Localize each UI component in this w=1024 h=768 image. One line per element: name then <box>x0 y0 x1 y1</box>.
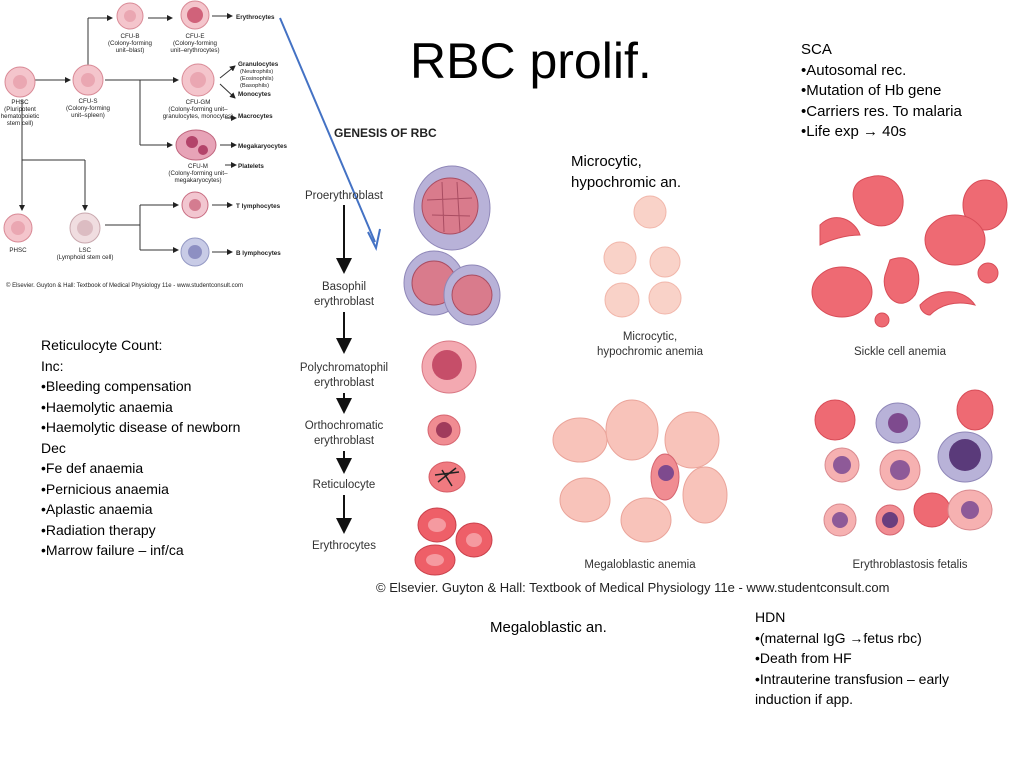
megaloblastic-panel: Megaloblastic anemia <box>552 399 728 571</box>
sca-item: •Autosomal rec. <box>801 61 907 79</box>
phsc-label: (Pluripotent <box>4 106 36 113</box>
dec-label: Dec <box>41 439 66 456</box>
inc-item: •Haemolytic disease of newborn <box>41 419 241 435</box>
panel-copyright: © Elsevier. Guyton & Hall: Textbook of M… <box>376 580 890 595</box>
hdn-item: induction if app. <box>755 691 854 707</box>
granulocytes-label: Granulocytes <box>238 61 279 68</box>
monocytes-label: Monocytes <box>238 91 271 98</box>
phsc-label: hematopoietic <box>1 113 40 120</box>
cfue-label: (Colony-forming <box>173 40 218 47</box>
cfub-label: CFU-B <box>121 33 140 40</box>
megakaryocytes-label: Megakaryocytes <box>238 143 288 150</box>
hdn-heading: HDN <box>755 609 786 625</box>
granulocytes-sub: (Neutrophils) <box>240 69 273 75</box>
stage-label: Reticulocyte <box>313 479 376 491</box>
stage-label: Erythrocytes <box>312 540 376 552</box>
erythroblastosis-panel: Erythroblastosis fetalis <box>814 389 994 571</box>
megaloblastic-label: Megaloblastic an. <box>490 619 607 636</box>
stage-label: Orthochromatic <box>305 420 384 432</box>
reticulocyte-heading: Reticulocyte Count: <box>41 337 163 353</box>
cfus-label: (Colony-forming <box>66 105 111 112</box>
sickle-panel: Sickle cell anemia <box>811 175 1008 358</box>
cfum-label: megakaryocytes) <box>174 177 221 184</box>
stage-label: erythroblast <box>314 435 375 447</box>
dec-item: •Marrow failure – inf/ca <box>41 542 184 558</box>
cfugm-label: granulocytes, monocytes) <box>163 113 234 120</box>
cfub-label: unit–blast) <box>116 47 145 54</box>
reticulocyte-block: Reticulocyte Count: Inc: •Bleeding compe… <box>41 335 240 561</box>
genesis-heading: GENESIS OF RBC <box>334 126 437 140</box>
stage-label: erythroblast <box>314 377 375 389</box>
hdn-item: •(maternal IgG →fetus rbc) <box>755 629 922 646</box>
stage-label: Proerythroblast <box>305 190 384 202</box>
megaloblastic-caption: Megaloblastic anemia <box>584 559 696 571</box>
hdn-item: •Death from HF <box>755 650 852 666</box>
cfugm-label: (Colony-forming unit– <box>168 106 228 113</box>
cfub-label: (Colony-forming <box>108 40 153 47</box>
genesis-diagram: GENESIS OF RBC Proerythroblast Basophil … <box>300 126 501 576</box>
cfus-label: CFU-S <box>79 98 98 105</box>
sca-block: SCA •Autosomal rec. •Mutation of Hb gene… <box>801 40 962 143</box>
granulocytes-sub: (Basophils) <box>240 83 269 89</box>
lsc-label: (Lymphoid stem cell) <box>57 254 114 261</box>
cfus-label: unit–spleen) <box>71 112 105 119</box>
cfum-label: CFU-M <box>188 163 208 170</box>
inc-label: Inc: <box>41 357 64 374</box>
lsc-label: LSC <box>79 247 92 254</box>
erythrocytes-label: Erythrocytes <box>236 14 275 21</box>
dec-item: •Aplastic anaemia <box>41 501 153 517</box>
microcytic-caption: Microcytic, <box>623 331 677 343</box>
cfue-label: CFU-E <box>186 33 205 40</box>
phsc-label: stem cell) <box>7 120 33 127</box>
phsc-label: PHSC <box>11 99 29 106</box>
hematopoiesis-diagram: PHSC (Pluripotent hematopoietic stem cel… <box>1 0 288 289</box>
sca-item: •Mutation of Hb gene <box>801 82 942 99</box>
blue-connector-arrow <box>279 17 381 252</box>
slide-title: RBC prolif. <box>410 33 652 89</box>
hdn-block: HDN •(maternal IgG →fetus rbc) •Death fr… <box>755 607 949 710</box>
stage-label: erythroblast <box>314 296 375 308</box>
t-lymphocytes-label: T lymphocytes <box>236 203 281 210</box>
inc-item: •Bleeding compensation <box>41 378 192 394</box>
cfugm-label: CFU-GM <box>186 99 211 106</box>
platelets-label: Platelets <box>238 163 264 170</box>
phsc2-label: PHSC <box>9 247 27 254</box>
microcytic-line2: hypochromic an. <box>571 173 682 191</box>
dec-item: •Fe def anaemia <box>41 460 144 476</box>
sca-heading: SCA <box>801 41 832 58</box>
b-lymphocytes-label: B lymphocytes <box>236 250 281 257</box>
sca-item: •Carriers res. To malaria <box>801 102 962 120</box>
sickle-caption: Sickle cell anemia <box>854 346 947 358</box>
microcytic-caption: hypochromic anemia <box>597 346 704 358</box>
diagram-copyright: © Elsevier. Guyton & Hall: Textbook of M… <box>6 282 243 289</box>
hdn-item: •Intrauterine transfusion – early <box>755 670 950 687</box>
dec-item: •Pernicious anaemia <box>41 480 169 497</box>
sca-item: •Life exp → 40s <box>801 123 907 140</box>
microcytic-line1: Microcytic, <box>571 153 642 170</box>
macrocytes-label: Macrocytes <box>238 113 273 120</box>
microcytic-panel: Microcytic, hypochromic anemia <box>597 195 704 358</box>
cfum-label: (Colony-forming unit– <box>168 170 228 177</box>
dec-item: •Radiation therapy <box>41 521 156 538</box>
microcytic-label: Microcytic, hypochromic an. <box>571 152 681 193</box>
granulocytes-sub: (Eosinophils) <box>240 76 274 82</box>
erythroblastosis-caption: Erythroblastosis fetalis <box>852 559 967 571</box>
stage-label: Polychromatophil <box>300 362 388 374</box>
stage-label: Basophil <box>322 281 366 293</box>
cfue-label: unit–erythrocytes) <box>170 47 219 54</box>
inc-item: •Haemolytic anaemia <box>41 398 173 415</box>
